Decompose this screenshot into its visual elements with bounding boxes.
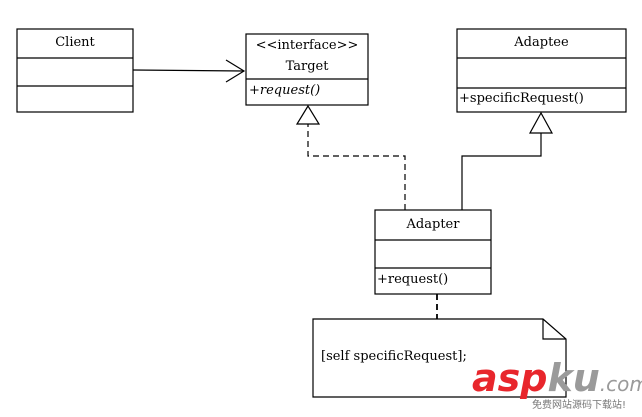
realization-arrow <box>295 104 406 210</box>
adaptee-method: +specificRequest() <box>459 91 584 106</box>
target-class-name: Target <box>285 59 329 74</box>
target-method: +request() <box>249 83 321 98</box>
client-class-box[interactable] <box>16 28 134 113</box>
note-shape[interactable] <box>312 318 567 398</box>
adaptee-class-box[interactable] <box>456 28 627 113</box>
watermark-logo-red: asp <box>472 356 548 400</box>
note-text: [self specificRequest]; <box>321 349 467 364</box>
generalization-arrow <box>461 111 554 210</box>
target-interface-box[interactable] <box>245 33 369 106</box>
adapter-method: +request() <box>377 272 449 287</box>
adaptee-class-name: Adaptee <box>514 35 569 50</box>
watermark-logo-gray: ku <box>547 356 600 400</box>
watermark-logo: aspku.com <box>472 358 642 404</box>
adapter-class-box[interactable] <box>374 209 492 295</box>
association-arrow <box>132 59 246 83</box>
watermark-subtitle: 免费网站源码下载站! <box>532 400 627 411</box>
target-stereotype: <<interface>> <box>255 38 359 53</box>
client-class-name: Client <box>55 35 95 50</box>
adapter-class-name: Adapter <box>406 217 460 232</box>
watermark-logo-dot: .com <box>599 372 642 396</box>
